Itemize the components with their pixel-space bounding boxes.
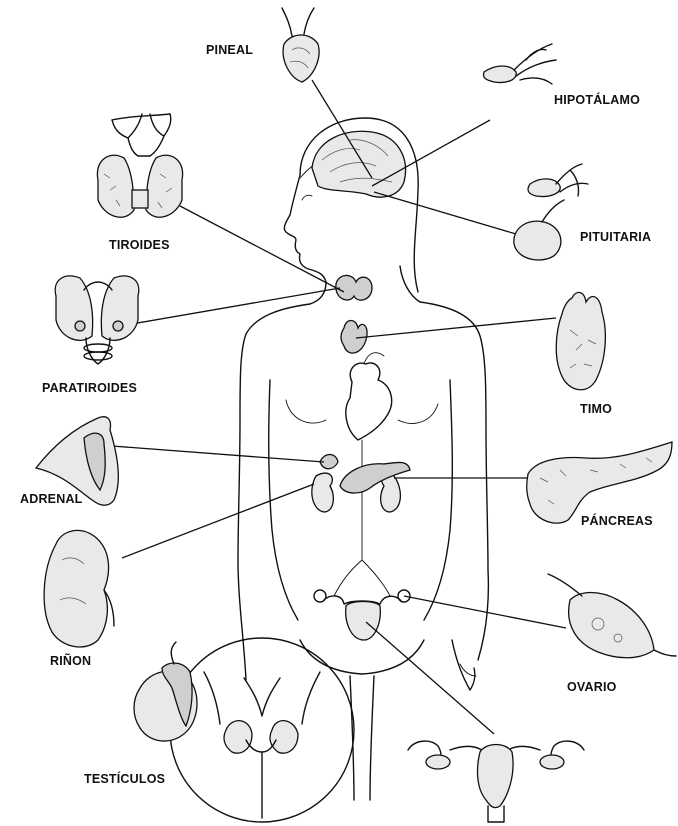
in-body-organs [312,275,410,640]
testicle-illustration [134,642,197,741]
uterus-illustration [408,741,584,822]
label-testiculos: TESTÍCULOS [84,772,165,786]
body-outline [238,118,488,800]
label-paratiroides: PARATIROIDES [42,381,137,395]
label-adrenal: ADRENAL [20,492,83,506]
kidney-illustration [44,530,114,647]
label-ovario: OVARIO [567,680,617,694]
hypothalamus-illustration [483,44,556,84]
pancreas-illustration [527,442,672,523]
pituitary-illustration [514,164,588,260]
label-timo: TIMO [580,402,612,416]
label-tiroides: TIROIDES [109,238,170,252]
label-pituitaria: PITUITARIA [580,230,651,244]
label-pineal: PINEAL [206,43,253,57]
parathyroid-illustration [55,276,139,364]
ovary-illustration [548,574,676,658]
label-pancreas: PÁNCREAS [581,514,653,528]
label-rinon: RIÑON [50,654,91,668]
label-hipotalamo: HIPOTÁLAMO [554,93,640,107]
thyroid-illustration [97,114,182,217]
pineal-illustration [282,8,319,82]
thymus-illustration [556,292,605,389]
